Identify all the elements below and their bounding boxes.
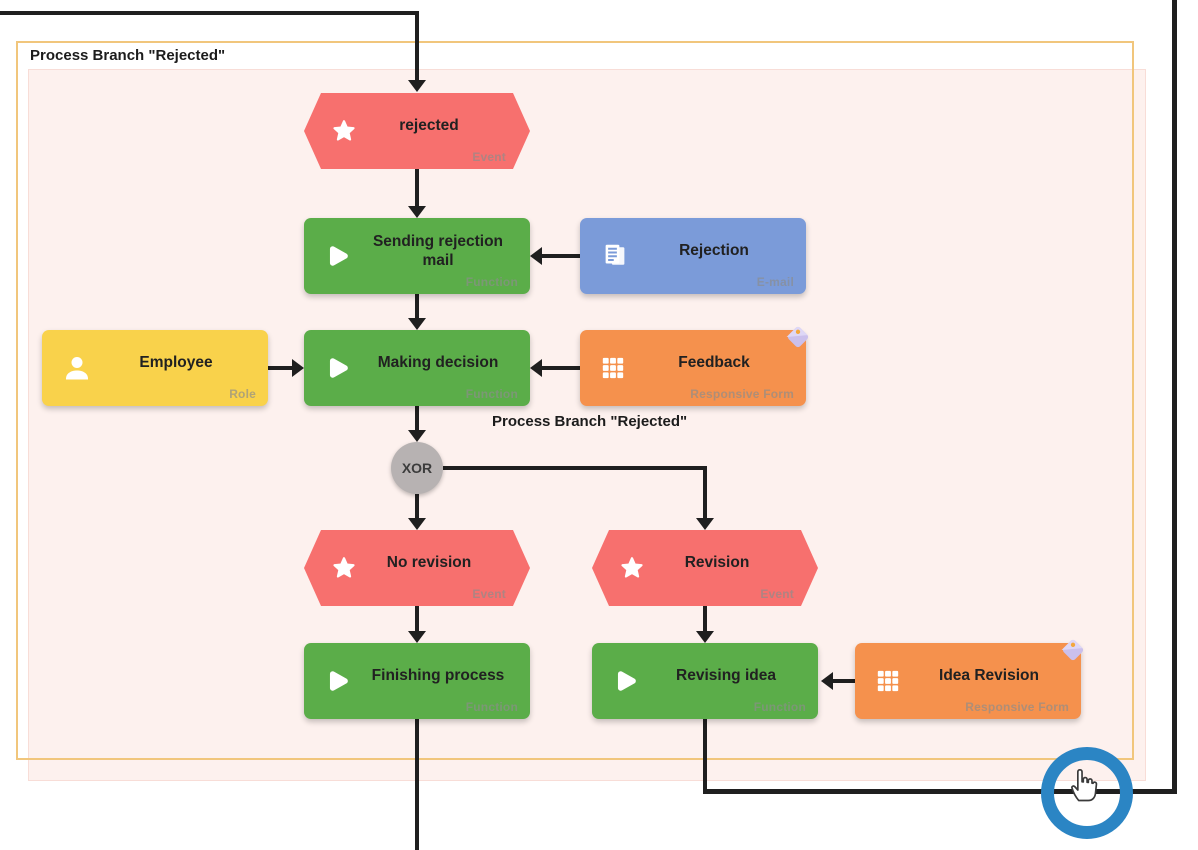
person-icon [62,353,92,383]
tag-icon [784,323,812,351]
node-label: Feedback [678,354,750,372]
node-employee[interactable]: Employee Role [42,330,268,406]
arrowhead [408,631,426,643]
arrowhead [408,430,426,442]
branch-title-label: Process Branch "Rejected" [492,413,688,430]
arrowhead [821,672,833,690]
node-type-badge: Function [465,700,518,714]
node-making-decision[interactable]: Making decision Function [304,330,530,406]
edge-idearevision-revising [833,679,855,683]
node-label: rejected [399,117,459,135]
node-label: Rejection [679,242,749,260]
node-type-badge: Function [753,700,806,714]
edge-incoming-top [415,11,419,82]
edge-xor-revision [443,466,705,470]
arrowhead [696,631,714,643]
arrowhead [292,359,304,377]
edge-revising-loop [703,719,707,793]
node-label: Employee [139,354,213,372]
tag-icon [1059,636,1087,664]
edge-employee-making [268,366,292,370]
edge-norevision-finishing [415,606,419,631]
node-type-badge: Event [472,150,506,164]
gateway-label: XOR [401,460,433,476]
node-label: Sending rejection mail [372,232,504,269]
edge-incoming-top [0,11,419,15]
documents-icon [600,241,630,271]
edge-revising-loop [703,789,1177,794]
node-type-badge: Event [472,587,506,601]
play-icon [324,355,350,381]
arrowhead [408,318,426,330]
play-icon [324,243,350,269]
node-revision[interactable]: Revision Event [592,530,818,606]
arrowhead [408,206,426,218]
edge-revising-loop [1172,0,1177,794]
grid-icon [875,668,901,694]
node-type-badge: Event [760,587,794,601]
node-label: Revision [684,554,750,572]
process-branch-frame [16,41,1134,760]
star-icon [331,555,357,581]
node-type-badge: Role [229,387,256,401]
node-label: No revision [386,554,472,572]
process-branch-label: Process Branch "Rejected" [30,47,226,64]
node-label: Making decision [377,354,499,372]
node-label: Revising idea [676,667,776,685]
edge-rejected-sending [415,169,419,208]
play-icon [324,668,350,694]
node-rejected[interactable]: rejected Event [304,93,530,169]
node-label: Finishing process [371,667,505,685]
arrowhead [408,80,426,92]
node-revising-idea[interactable]: Revising idea Function [592,643,818,719]
hand-pointer-icon [1066,762,1102,809]
edge-finishing-out [415,719,419,850]
node-sending-rejection-mail[interactable]: Sending rejection mail Function [304,218,530,294]
arrowhead [530,247,542,265]
edge-rejection-sending [542,254,580,258]
edge-sending-making [415,294,419,319]
node-finishing-process[interactable]: Finishing process Function [304,643,530,719]
arrowhead [530,359,542,377]
arrowhead [408,518,426,530]
gateway-xor[interactable]: XOR [391,442,443,494]
node-rejection[interactable]: Rejection E-mail [580,218,806,294]
grid-icon [600,355,626,381]
edge-making-xor [415,406,419,431]
play-icon [612,668,638,694]
node-type-badge: E-mail [756,275,794,289]
node-type-badge: Responsive Form [690,387,794,401]
arrowhead [696,518,714,530]
edge-revision-revising [703,606,707,631]
node-type-badge: Responsive Form [965,700,1069,714]
node-no-revision[interactable]: No revision Event [304,530,530,606]
node-feedback[interactable]: Feedback Responsive Form [580,326,809,406]
node-label: Idea Revision [939,667,1039,685]
edge-feedback-making [542,366,580,370]
edge-xor-revision [703,466,707,518]
node-idea-revision[interactable]: Idea Revision Responsive Form [855,639,1084,719]
star-icon [331,118,357,144]
edge-xor-norevision [415,494,419,519]
node-type-badge: Function [465,275,518,289]
star-icon [619,555,645,581]
node-type-badge: Function [465,387,518,401]
